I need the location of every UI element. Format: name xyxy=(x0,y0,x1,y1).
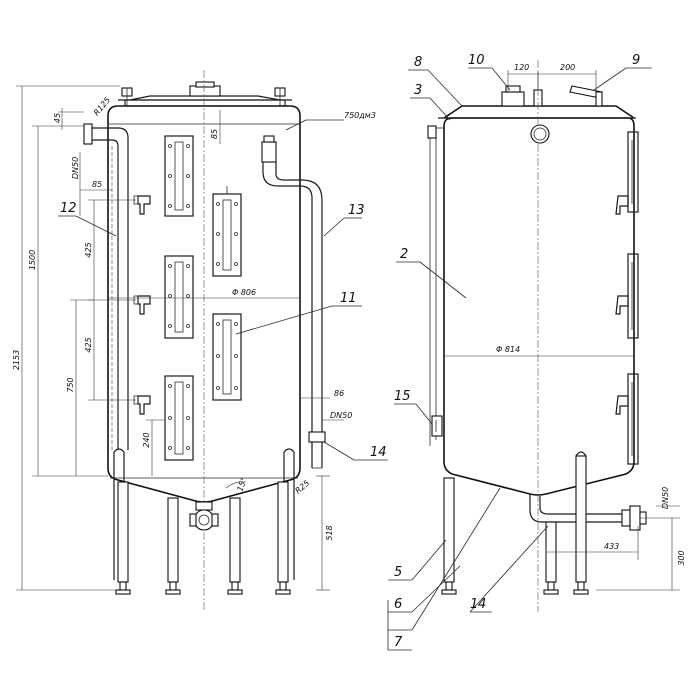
callout-11: 11 xyxy=(340,291,357,306)
dim-nozzle-offset: 45 xyxy=(53,113,62,123)
dim-right-outlet-size: DN50 xyxy=(661,487,670,509)
dim-volume: 750дм3 xyxy=(344,111,376,120)
dim-nozzle-size: DN50 xyxy=(71,157,80,179)
right-tank-body xyxy=(427,60,635,612)
left-sample-valves xyxy=(133,195,151,415)
dim-top-85: 85 xyxy=(210,129,219,139)
dim-right-diameter: Φ 814 xyxy=(496,345,520,354)
dim-overall-height: 2153 xyxy=(12,350,21,370)
dim-top-120: 120 xyxy=(514,63,529,72)
left-view: 2153 1500 45 R125 DN50 85 425 425 750 24… xyxy=(12,70,388,612)
callout-10: 10 xyxy=(468,53,485,68)
right-bracket-15 xyxy=(431,415,443,437)
callout-4: 4 xyxy=(478,597,486,612)
left-dimension-lines xyxy=(16,85,344,591)
callout-12: 12 xyxy=(60,201,77,216)
dim-outlet-size: DN50 xyxy=(330,411,352,420)
right-callouts: 8 10 9 3 2 15 5 6 7 1 4 xyxy=(394,53,640,650)
dim-diameter: Φ 806 xyxy=(232,288,256,297)
dim-body-height: 1500 xyxy=(28,250,37,270)
callout-1: 1 xyxy=(470,597,478,612)
right-lid xyxy=(438,72,636,119)
left-pipe-12 xyxy=(83,123,129,450)
left-legs xyxy=(113,448,295,595)
callout-7: 7 xyxy=(394,635,403,650)
dim-outlet-height: 300 xyxy=(677,550,686,565)
right-legs xyxy=(441,451,589,595)
left-lid xyxy=(118,81,292,107)
dim-level-240: 240 xyxy=(142,432,151,447)
dim-cone-angle: 15° xyxy=(235,476,248,492)
dim-level-750: 750 xyxy=(66,377,75,392)
right-side-glasses xyxy=(615,131,639,465)
right-leader-lines xyxy=(387,67,652,651)
callout-2: 2 xyxy=(400,247,408,262)
left-sight-glasses xyxy=(164,135,242,461)
callout-6: 6 xyxy=(394,597,402,612)
dim-offset-86: 86 xyxy=(334,389,344,398)
left-bottom-valve xyxy=(189,501,219,531)
dim-bottom-radius: R25 xyxy=(294,479,312,496)
dim-nozzle-radius: R125 xyxy=(92,96,112,118)
dim-spacing-1: 425 xyxy=(84,242,93,257)
right-dimension-lines xyxy=(444,70,680,591)
left-callouts: 12 13 11 14 xyxy=(60,201,387,460)
left-pipe-13 xyxy=(261,135,326,469)
dim-leg-height: 518 xyxy=(325,525,334,540)
callout-13: 13 xyxy=(348,203,365,218)
right-view: 120 200 Φ 814 DN50 433 300 8 10 9 3 2 15… xyxy=(387,53,686,651)
dim-outlet-length: 433 xyxy=(604,542,619,551)
dim-level-85: 85 xyxy=(92,180,102,189)
callout-8: 8 xyxy=(414,55,422,70)
callout-5: 5 xyxy=(394,565,402,580)
callout-3: 3 xyxy=(414,83,422,98)
callout-15: 15 xyxy=(394,389,411,404)
left-dimension-texts: 2153 1500 45 R125 DN50 85 425 425 750 24… xyxy=(12,96,376,541)
left-leader-lines xyxy=(58,119,388,461)
right-dimension-texts: 120 200 Φ 814 DN50 433 300 xyxy=(496,63,686,566)
callout-9: 9 xyxy=(632,53,640,68)
dim-top-200: 200 xyxy=(560,63,575,72)
callout-14: 14 xyxy=(370,445,387,460)
dim-spacing-2: 425 xyxy=(84,337,93,352)
